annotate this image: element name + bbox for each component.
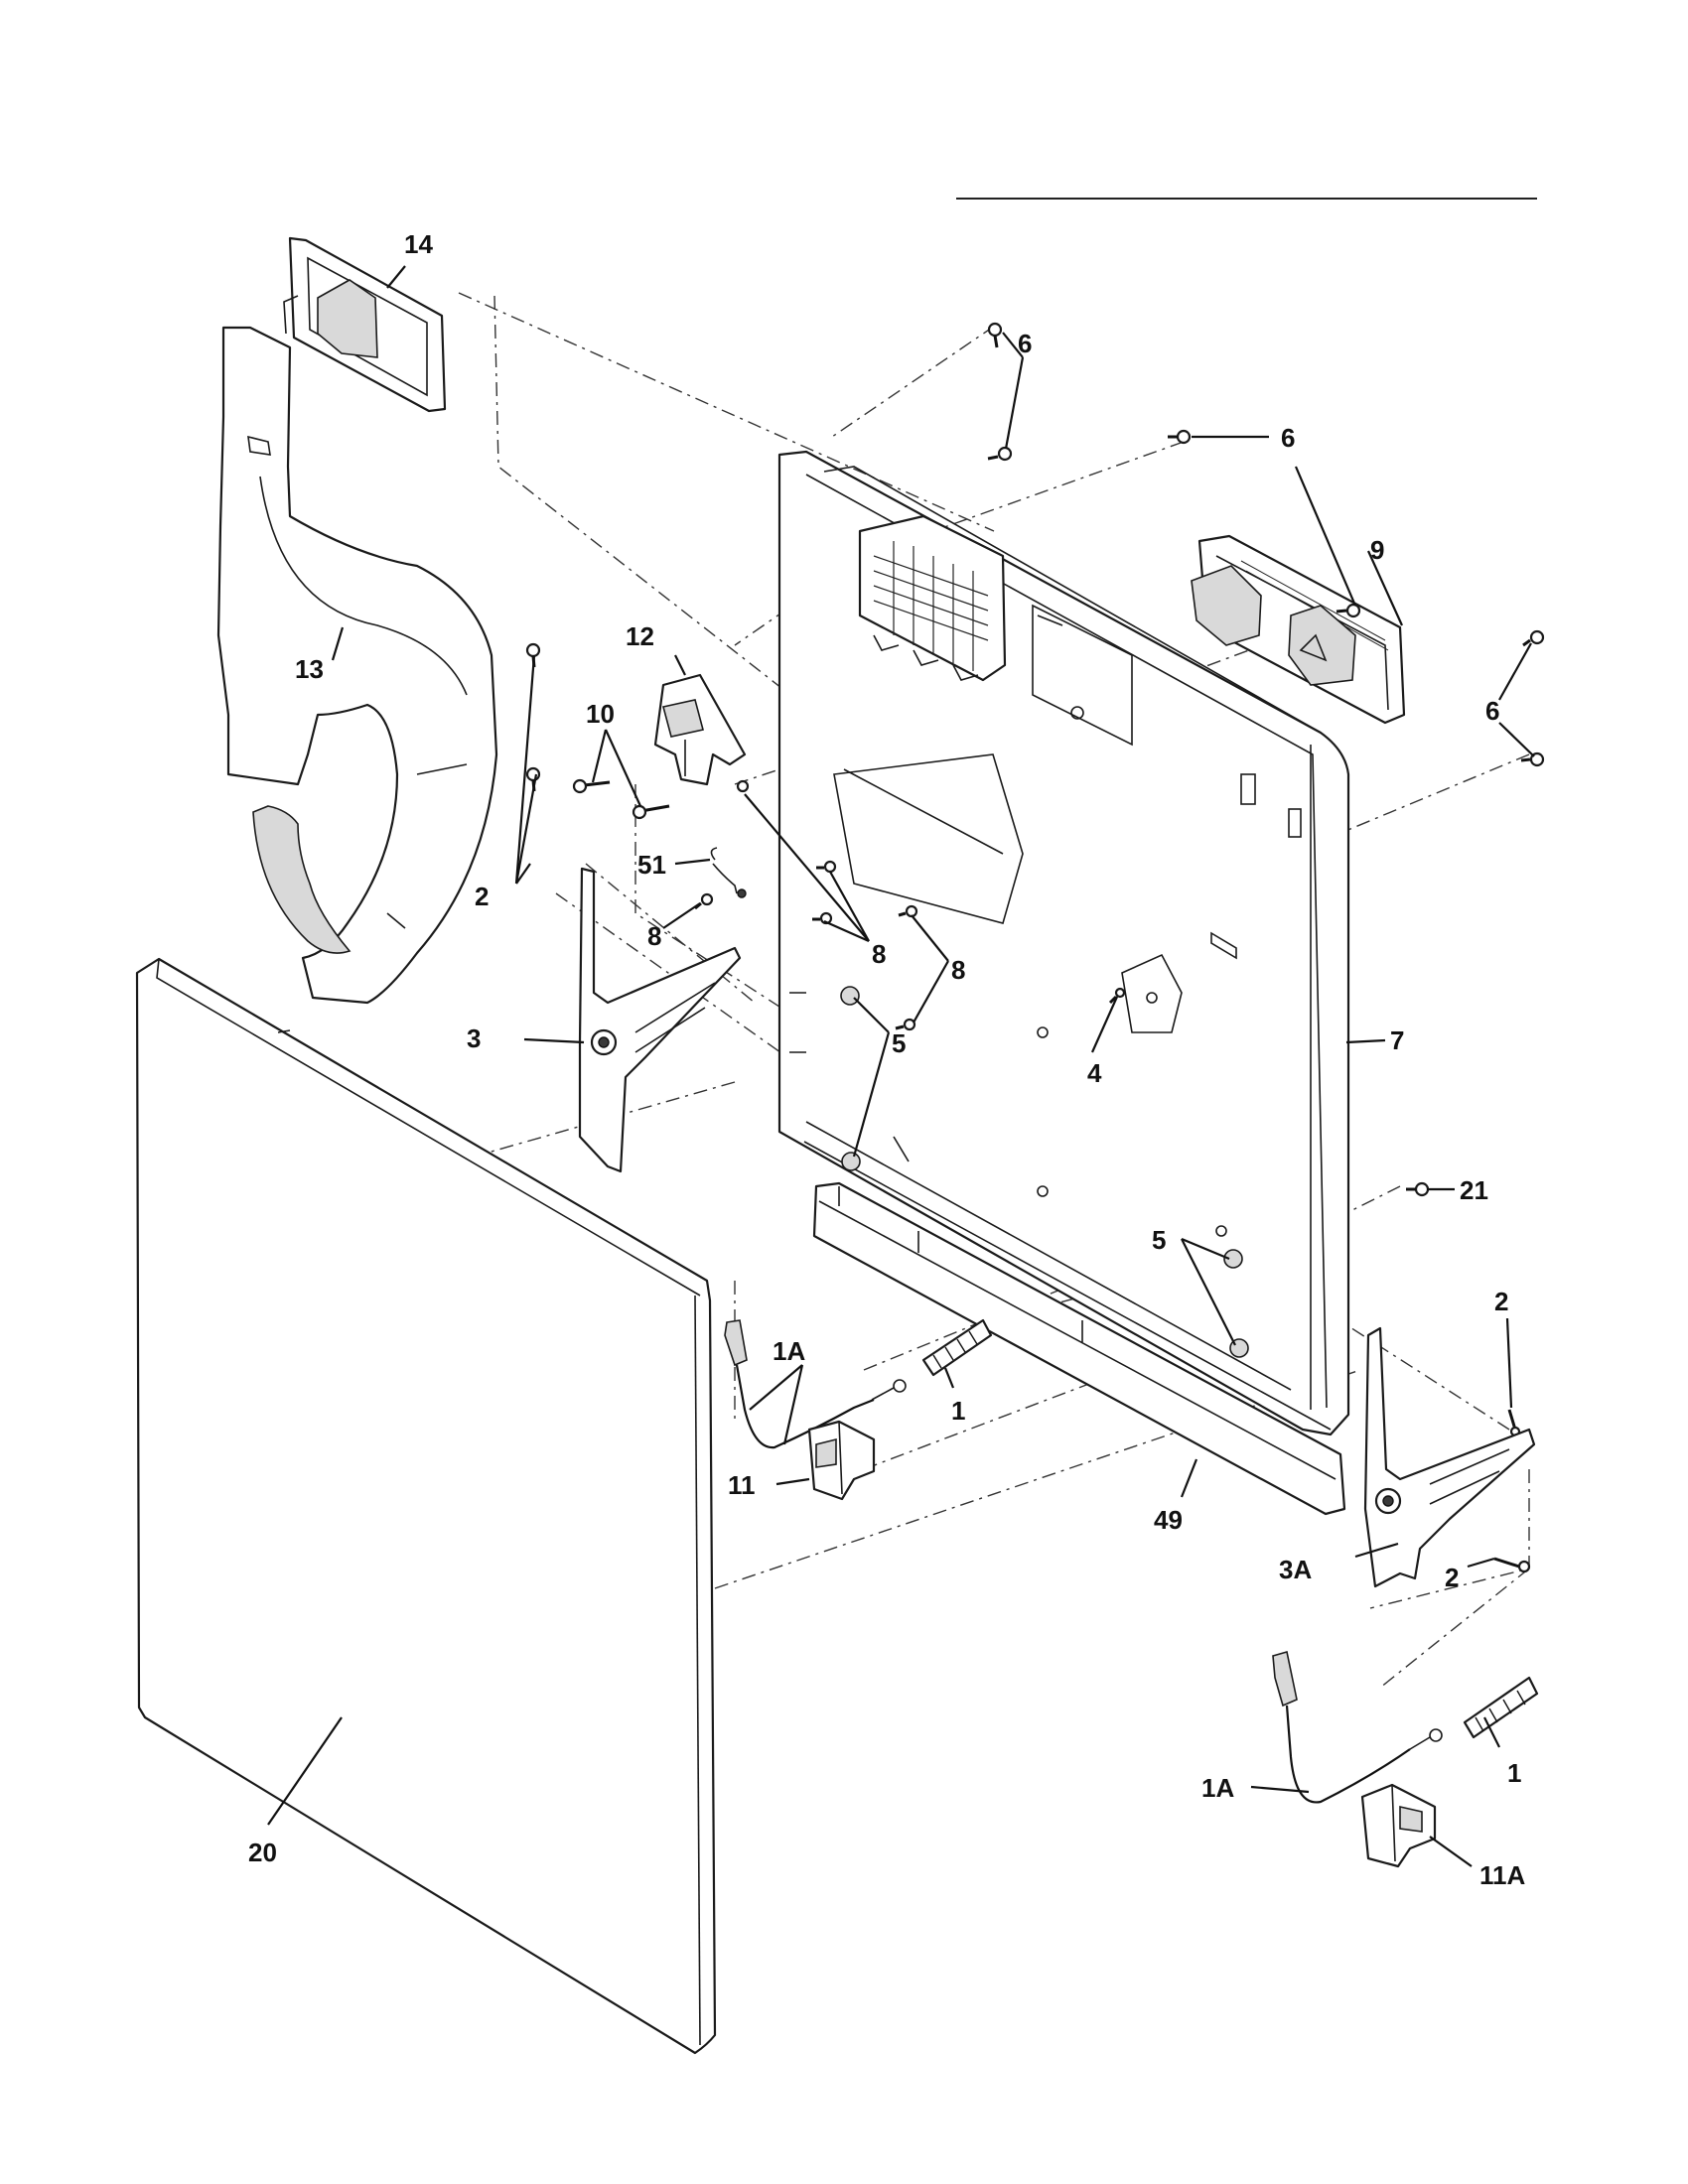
callout-11: 11 bbox=[728, 1470, 756, 1500]
callout-21: 21 bbox=[1460, 1175, 1488, 1205]
part-1a-cable-left bbox=[724, 1319, 907, 1449]
part-13-duct bbox=[216, 326, 498, 1005]
callout-5-upper: 5 bbox=[892, 1028, 906, 1058]
part-1-spring-right bbox=[1463, 1676, 1539, 1739]
callout-51: 51 bbox=[637, 850, 666, 880]
callout-6-middle: 6 bbox=[1281, 423, 1295, 453]
callout-2-left: 2 bbox=[475, 882, 489, 911]
callout-13: 13 bbox=[295, 654, 324, 684]
callout-49: 49 bbox=[1154, 1505, 1183, 1535]
part-20-outer-door-panel bbox=[135, 957, 717, 2055]
callout-11a: 11A bbox=[1479, 1860, 1525, 1890]
callout-1-right: 1 bbox=[1507, 1758, 1521, 1788]
part-49-trim-strip bbox=[812, 1181, 1346, 1516]
callout-5-lower: 5 bbox=[1152, 1225, 1166, 1255]
part-51-clip bbox=[710, 847, 747, 898]
callout-1a-left: 1A bbox=[773, 1336, 805, 1366]
callout-12: 12 bbox=[626, 621, 654, 651]
callout-14: 14 bbox=[404, 229, 433, 259]
part-12-switch bbox=[653, 673, 747, 786]
callout-1-left: 1 bbox=[951, 1396, 965, 1426]
callout-4: 4 bbox=[1087, 1058, 1102, 1088]
part-3-hinge bbox=[578, 867, 742, 1173]
callout-3: 3 bbox=[467, 1024, 481, 1053]
callout-2-right-top: 2 bbox=[1494, 1287, 1508, 1316]
callout-7: 7 bbox=[1390, 1025, 1404, 1055]
callout-20: 20 bbox=[248, 1838, 277, 1867]
part-11a-holder-right bbox=[1360, 1783, 1437, 1868]
callout-1a-right: 1A bbox=[1201, 1773, 1234, 1803]
callout-labels: 14 13 12 10 51 2 8 8 8 3 5 4 6 6 6 9 7 2… bbox=[248, 229, 1525, 1890]
part-3a-hinge bbox=[1363, 1326, 1536, 1588]
part-10-screws bbox=[572, 778, 670, 820]
leader-lines bbox=[267, 265, 1535, 1867]
callout-6-top: 6 bbox=[1018, 329, 1032, 358]
callout-8-center: 8 bbox=[872, 939, 886, 969]
part-1a-cable-right bbox=[1272, 1650, 1443, 1804]
callout-2-right-bottom: 2 bbox=[1445, 1563, 1459, 1592]
part-11-holder-left bbox=[807, 1420, 876, 1501]
callout-8-right: 8 bbox=[951, 955, 965, 985]
callout-9: 9 bbox=[1370, 535, 1384, 565]
part-14-bracket bbox=[283, 236, 447, 413]
part-1-spring-left bbox=[921, 1318, 993, 1377]
part-7-inner-door-panel bbox=[777, 450, 1350, 1436]
part-9-control-board bbox=[1191, 534, 1406, 725]
callout-3a: 3A bbox=[1279, 1555, 1312, 1584]
callout-8-left: 8 bbox=[647, 921, 661, 951]
part-6-screws bbox=[987, 322, 1545, 767]
callout-10: 10 bbox=[586, 699, 615, 729]
callout-6-right: 6 bbox=[1485, 696, 1499, 726]
small-hardware bbox=[525, 642, 1531, 1573]
